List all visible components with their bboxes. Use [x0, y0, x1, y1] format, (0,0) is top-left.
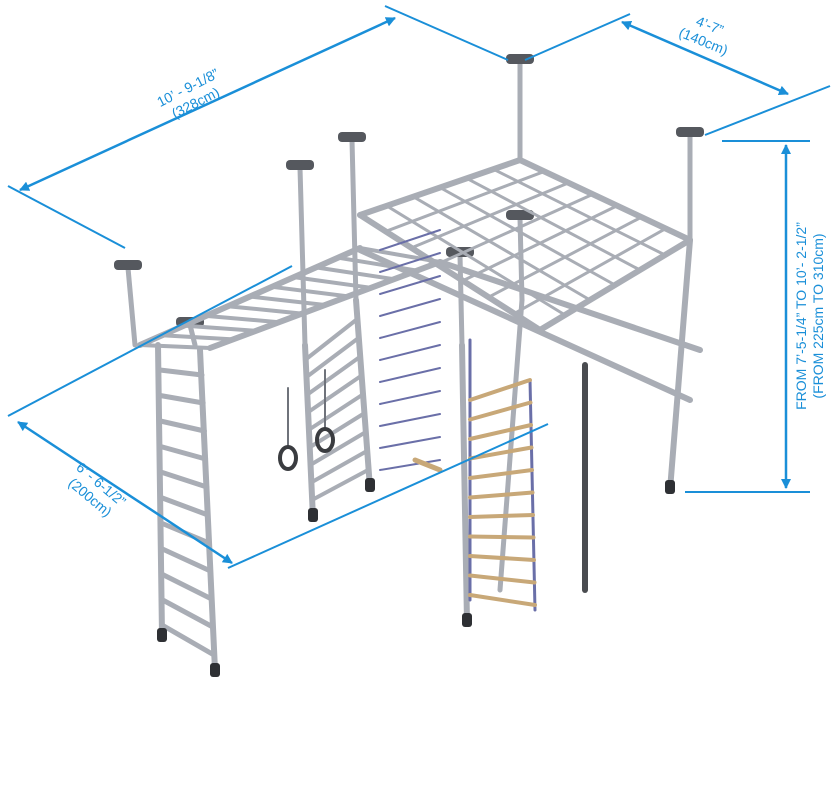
dimension-lines	[7, 5, 831, 569]
ladder-rung	[305, 374, 363, 415]
climbing-net	[379, 344, 441, 361]
ladder-rung	[303, 336, 360, 380]
monkey-bar-rung	[292, 275, 373, 290]
ladder-rung	[157, 367, 205, 378]
length-label: 10’ - 9-1/8” (328cm)	[154, 65, 222, 121]
monkey-bar-rung	[160, 333, 235, 342]
length-dimension-line	[19, 16, 396, 192]
foot-cap	[365, 478, 375, 492]
ladder-rung	[306, 393, 364, 432]
ladder-rung	[158, 444, 209, 462]
net-rope	[518, 158, 692, 242]
rope-ladder-rung	[468, 423, 533, 441]
frame-bar	[357, 247, 693, 403]
rope-ladder-rung	[468, 490, 535, 500]
length-extension-line	[384, 5, 509, 61]
rope-ladder-rung	[468, 378, 532, 402]
gymnastic-ring	[278, 445, 298, 471]
net-rope	[491, 167, 667, 257]
ceiling-mount	[338, 132, 366, 142]
ladder-rung	[159, 622, 217, 658]
frame-bar	[155, 342, 165, 638]
ladder-rung	[159, 571, 215, 602]
climbing-net	[379, 436, 441, 449]
depth-extension-line	[227, 423, 549, 569]
climbing-net	[379, 229, 441, 251]
foot-cap	[665, 480, 675, 494]
ceiling-post	[349, 137, 359, 303]
ladder-rung	[303, 318, 358, 362]
ladder-rung	[308, 430, 367, 467]
net-rope	[465, 176, 642, 272]
depth-dimension-line	[17, 420, 233, 565]
monkey-bar-rung	[270, 284, 350, 299]
ladder-rung	[157, 393, 206, 406]
net-rope	[411, 195, 592, 302]
rope-ladder-rung	[468, 554, 536, 562]
width-extension-line	[704, 85, 831, 136]
ladder-rung	[157, 418, 207, 434]
height-label: FROM 7’-5-1/4” TO 10’- 2-1/2” (FROM 225c…	[793, 222, 826, 410]
foot-cap	[210, 663, 220, 677]
monkey-bar-rung	[138, 343, 212, 350]
monkey-bar-rung	[248, 294, 327, 307]
climbing-net	[379, 367, 441, 383]
height-metric: (FROM 225cm TO 310cm)	[810, 233, 826, 398]
length-extension-line	[7, 185, 126, 249]
climbing-net	[379, 321, 441, 339]
net-rope	[438, 186, 617, 287]
monkey-bar-rung	[358, 246, 442, 264]
climbing-net	[379, 252, 441, 273]
climbing-net	[379, 298, 441, 317]
monkey-bar-rung	[226, 304, 304, 316]
ladder-rung	[310, 468, 370, 502]
ladder-rung	[304, 355, 361, 397]
rope-ladder-rung	[468, 468, 534, 480]
ladder-rung	[309, 449, 369, 485]
rope-ladder-rung	[468, 573, 537, 585]
ceiling-post	[297, 165, 308, 348]
ladder-rung	[159, 597, 216, 630]
climbing-frame	[114, 54, 704, 677]
rope-ladder-rung	[468, 593, 537, 607]
depth-label: 6’ - 6-1/2” (200cm)	[65, 459, 129, 520]
monkey-bar-rung	[182, 323, 258, 333]
net-rope	[358, 213, 542, 332]
ceiling-mount	[506, 210, 534, 220]
climbing-net	[379, 390, 441, 405]
frame-bar	[497, 297, 525, 593]
rope-ladder-rung	[468, 445, 534, 461]
foot-cap	[308, 508, 318, 522]
foot-cap	[462, 613, 472, 627]
frame-bar	[437, 259, 703, 353]
ladder-rung	[158, 495, 211, 518]
ceiling-mount	[506, 54, 534, 64]
foot-cap	[157, 628, 167, 642]
gymnastic-ring	[315, 427, 335, 453]
ceiling-post	[187, 322, 198, 348]
climbing-net	[379, 459, 441, 471]
monkey-bar-rung	[314, 265, 396, 282]
height-imperial: FROM 7’-5-1/4” TO 10’- 2-1/2”	[793, 222, 809, 410]
ceiling-mount	[676, 127, 704, 137]
ceiling-mount	[114, 260, 142, 270]
rope-ladder-rung	[468, 534, 536, 540]
rope-ladder-rung	[468, 400, 533, 422]
swing-seat	[412, 457, 443, 473]
climbing-net	[379, 413, 441, 427]
ceiling-post	[125, 265, 138, 348]
rope-ladder-rung	[468, 513, 535, 519]
depth-extension-line	[7, 265, 293, 417]
frame-bar	[459, 342, 470, 625]
ladder-rung	[158, 546, 213, 574]
width-extension-line	[524, 13, 631, 61]
frame-bar	[667, 237, 693, 493]
width-dimension-line	[621, 20, 789, 96]
climbing-net	[379, 275, 441, 295]
rope-ladder-rope	[528, 378, 537, 612]
ceiling-mount	[286, 160, 314, 170]
monkey-bar-rung	[204, 313, 281, 325]
ladder-rung	[158, 469, 210, 490]
